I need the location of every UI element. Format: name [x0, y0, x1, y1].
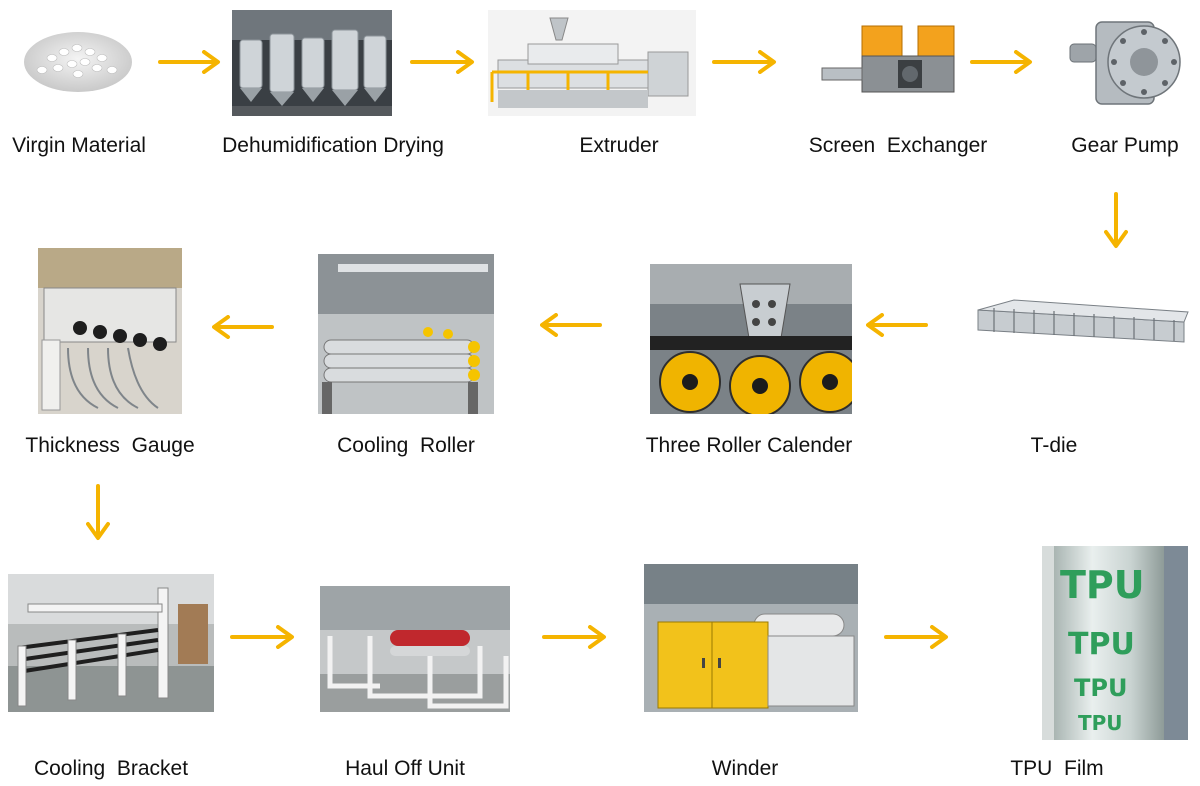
- image-three-roller-calender: [650, 264, 852, 414]
- arrow-left-icon: [866, 313, 928, 337]
- image-screen-exchanger: [818, 22, 970, 100]
- arrow-down-icon: [1104, 192, 1128, 250]
- image-extruder: [488, 10, 696, 116]
- arrow-right-icon: [542, 625, 608, 649]
- step-label-winder: Winder: [711, 757, 779, 780]
- image-tpu-film: TPU TPU TPU TPU: [1042, 546, 1188, 740]
- arrow-left-icon: [212, 315, 274, 339]
- step-label-t-die: T-die: [1030, 434, 1078, 457]
- step-label-three-roller-calender: Three Roller Calender: [645, 434, 853, 457]
- arrow-right-icon: [712, 50, 778, 74]
- step-label-dehumidification-drying: Dehumidification Drying: [222, 134, 444, 157]
- image-cooling-bracket: [8, 574, 214, 712]
- step-label-cooling-bracket: Cooling Bracket: [33, 757, 189, 780]
- step-label-gear-pump: Gear Pump: [1071, 134, 1179, 157]
- film-roll-text-3: TPU: [1074, 674, 1127, 702]
- arrow-right-icon: [410, 50, 476, 74]
- arrow-left-icon: [540, 313, 602, 337]
- image-dehumidification-drying: [232, 10, 392, 116]
- arrow-right-icon: [158, 50, 222, 74]
- arrow-right-icon: [230, 625, 296, 649]
- image-t-die: [974, 296, 1194, 354]
- step-label-tpu-film: TPU Film: [1010, 757, 1104, 780]
- step-label-virgin-material: Virgin Material: [12, 134, 146, 157]
- image-cooling-roller: [318, 254, 494, 414]
- image-haul-off-unit: [320, 586, 510, 712]
- image-thickness-gauge: [38, 248, 182, 414]
- step-label-thickness-gauge: Thickness Gauge: [25, 434, 195, 457]
- film-roll-text-2: TPU: [1068, 627, 1135, 662]
- arrow-down-icon: [86, 484, 110, 542]
- arrow-right-icon: [970, 50, 1034, 74]
- film-roll-text-4: TPU: [1078, 711, 1123, 735]
- image-winder: [644, 564, 858, 712]
- step-label-cooling-roller: Cooling Roller: [337, 434, 475, 457]
- arrow-right-icon: [884, 625, 950, 649]
- image-gear-pump: [1066, 14, 1186, 110]
- step-label-screen-exchanger: Screen Exchanger: [808, 134, 988, 157]
- film-roll-text-1: TPU: [1060, 563, 1145, 607]
- image-virgin-material: [22, 18, 134, 96]
- step-label-haul-off-unit: Haul Off Unit: [345, 757, 465, 780]
- step-label-extruder: Extruder: [579, 134, 659, 157]
